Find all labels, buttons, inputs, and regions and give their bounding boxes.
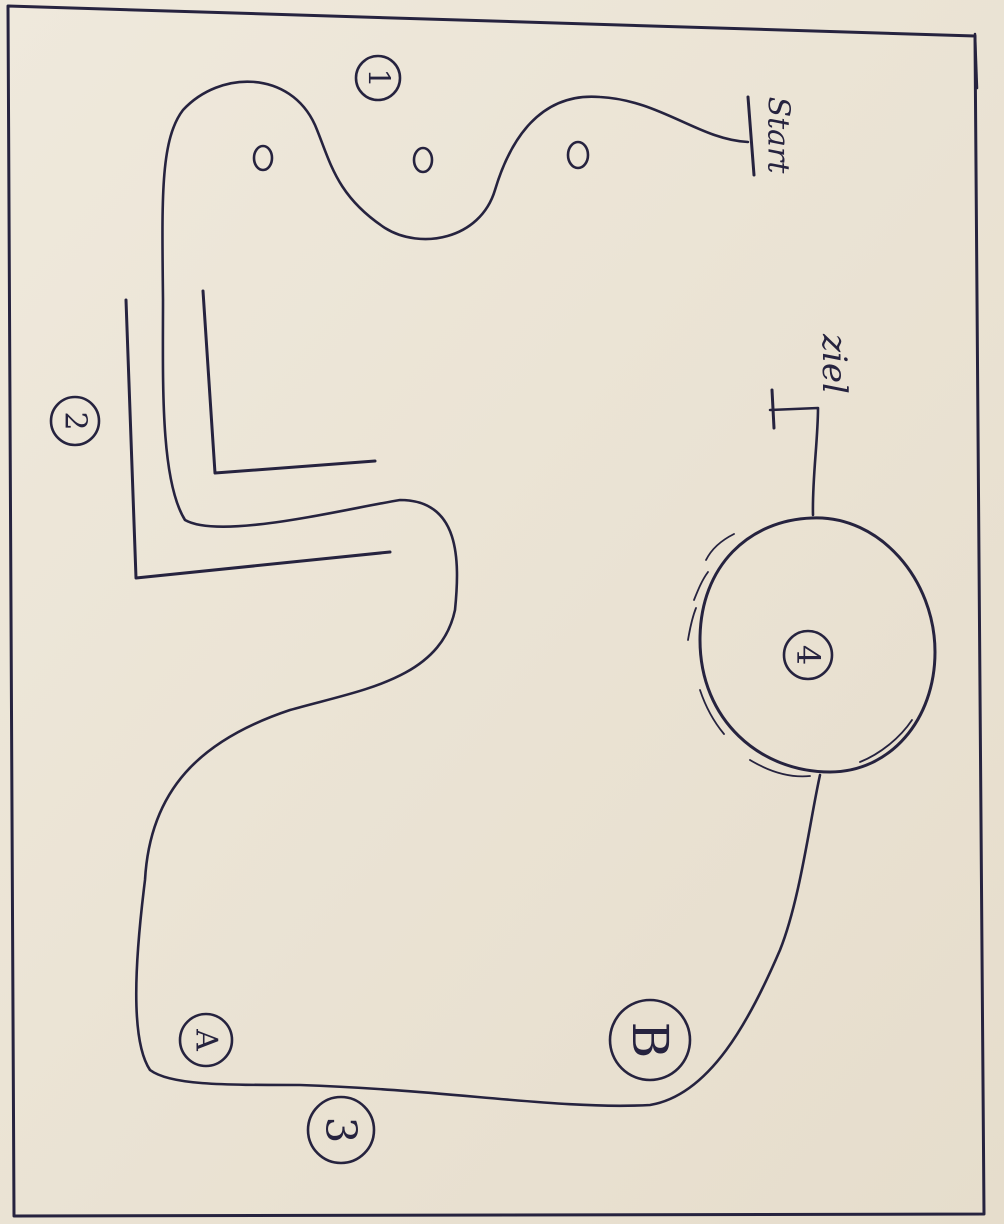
finish-line bbox=[772, 390, 774, 428]
station-3-label: 3 bbox=[317, 1117, 366, 1144]
finish-label: ziel bbox=[814, 333, 854, 394]
station-4-label: 4 bbox=[789, 645, 827, 665]
station-1-label: 1 bbox=[361, 68, 396, 87]
start-label: Start bbox=[761, 97, 796, 175]
station-b-label: B bbox=[621, 1022, 679, 1059]
station-a-label: A bbox=[189, 1028, 224, 1051]
station-2-label: 2 bbox=[58, 411, 93, 430]
